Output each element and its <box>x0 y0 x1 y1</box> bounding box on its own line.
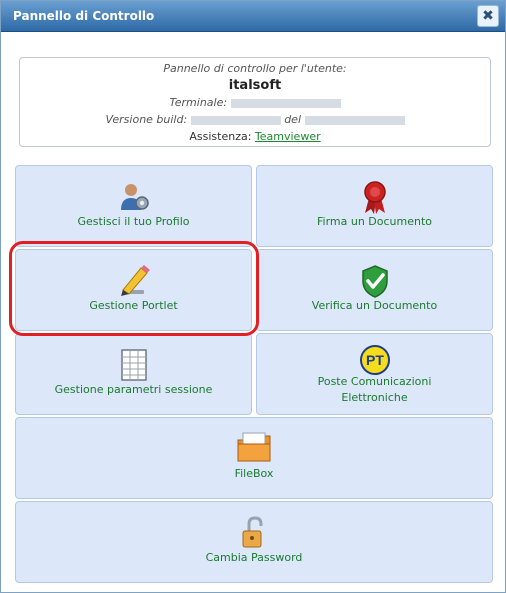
user-info-panel: Pannello di controllo per l'utente: ital… <box>19 57 491 147</box>
poste-communications-tile[interactable]: PT Poste Comunicazioni Elettroniche <box>256 333 493 415</box>
build-label: Versione build: <box>105 113 188 126</box>
profile-tile[interactable]: Gestisci il tuo Profilo <box>15 165 252 247</box>
info-build: Versione build: del <box>20 111 490 128</box>
filebox-tile[interactable]: FileBox <box>15 417 493 499</box>
info-caption: Pannello di controllo per l'utente: <box>163 62 347 75</box>
poste-label-line2: Elettroniche <box>341 391 408 404</box>
user-settings-icon <box>120 184 149 210</box>
padlock-open-icon <box>242 516 263 548</box>
terminal-value-redacted <box>230 98 341 108</box>
folder-icon <box>237 432 271 462</box>
build-date-redacted <box>304 115 405 125</box>
sign-document-tile-label: Firma un Documento <box>316 215 433 228</box>
portlet-tile-label: Gestione Portlet <box>89 299 178 312</box>
poste-label-line1: Poste Comunicazioni <box>317 375 432 388</box>
title-bar[interactable]: Pannello di Controllo ✖ <box>1 1 505 32</box>
profile-tile-label: Gestisci il tuo Profilo <box>77 215 190 228</box>
change-password-tile[interactable]: Cambia Password <box>15 501 493 583</box>
build-value-redacted <box>190 115 281 125</box>
poste-communications-tile-label: Poste Comunicazioni Elettroniche <box>257 374 492 406</box>
portlet-tile[interactable]: Gestione Portlet <box>15 249 252 331</box>
pencil-icon <box>120 265 150 296</box>
terminal-label: Terminale: <box>169 96 228 109</box>
spreadsheet-icon <box>120 349 147 381</box>
info-username: italsoft <box>228 78 282 93</box>
close-icon: ✖ <box>482 8 494 24</box>
window-title: Pannello di Controllo <box>13 9 155 23</box>
verify-document-tile[interactable]: Verifica un Documento <box>256 249 493 331</box>
verify-document-tile-label: Verifica un Documento <box>311 299 438 312</box>
session-parameters-tile-label: Gestione parametri sessione <box>54 383 213 396</box>
change-password-tile-label: Cambia Password <box>205 551 303 564</box>
support-label: Assistenza: <box>189 130 252 143</box>
teamviewer-link[interactable]: Teamviewer <box>254 130 321 143</box>
session-parameters-tile[interactable]: Gestione parametri sessione <box>15 333 252 415</box>
build-of-label: del <box>284 113 301 126</box>
shield-check-icon <box>361 265 388 298</box>
seal-ribbon-icon <box>363 181 386 214</box>
pt-badge-text: PT <box>366 352 384 368</box>
info-support: Assistenza: Teamviewer <box>20 128 490 145</box>
filebox-tile-label: FileBox <box>234 467 274 480</box>
close-button[interactable]: ✖ <box>477 5 499 27</box>
info-terminal: Terminale: <box>20 94 490 111</box>
pt-badge-icon: PT <box>359 345 390 375</box>
sign-document-tile[interactable]: Firma un Documento <box>256 165 493 247</box>
